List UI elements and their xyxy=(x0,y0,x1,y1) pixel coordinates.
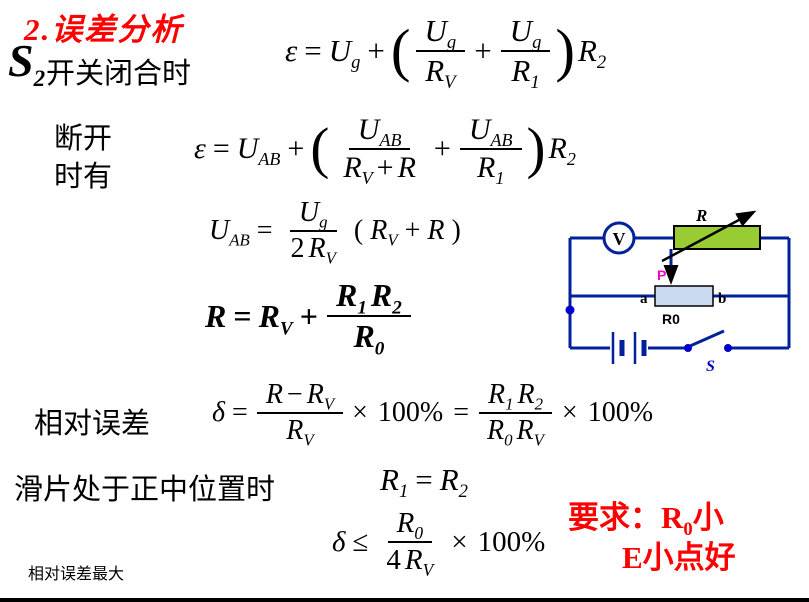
closed-label: 开关闭合时 xyxy=(46,58,192,90)
requirement-line1-sub: 0 xyxy=(683,519,693,541)
slider-midpoint-label: 滑片处于正中位置时 xyxy=(14,474,276,506)
switch-label: S xyxy=(706,358,715,375)
requirement-line1-pre: 要求：R xyxy=(568,500,684,535)
s2-subscript: 2 xyxy=(33,66,46,92)
variable-resistor xyxy=(673,225,761,250)
formula-r1-equals-r2: R1=R2 xyxy=(380,462,468,503)
max-error-label: 相对误差最大 xyxy=(28,566,125,583)
circuit-diagram: S V R P a b R0 xyxy=(565,208,791,375)
relative-error-label: 相对误差 xyxy=(34,408,151,440)
potentiometer-r0 xyxy=(654,285,714,307)
voltmeter-label: V xyxy=(613,229,626,249)
resistor-label: R xyxy=(695,208,707,225)
junction-dot xyxy=(565,305,575,315)
voltmeter xyxy=(602,221,636,255)
open-label-line1: 断开 xyxy=(54,123,113,155)
terminal-b-label: b xyxy=(718,291,726,307)
s2-base: S xyxy=(8,35,34,86)
requirement-line1-post: 小 xyxy=(692,500,724,535)
circuit-wires xyxy=(568,236,791,350)
open-label: 断开时有 xyxy=(54,120,112,196)
switch-dot-left xyxy=(684,344,692,352)
switch-s: S xyxy=(684,329,732,375)
switch-dot-right xyxy=(724,344,732,352)
open-label-line2: 时有 xyxy=(54,161,113,193)
resistor-arrow xyxy=(661,210,757,263)
slider-p-label: P xyxy=(657,267,666,283)
requirement-line1: 要求：R0小 xyxy=(568,492,724,541)
s2-switch-symbol: S2 xyxy=(8,34,45,92)
battery-symbol xyxy=(611,332,647,364)
requirement-line2: E小点好 xyxy=(622,540,736,575)
terminal-a-label: a xyxy=(640,291,648,307)
slide-title: 2.误差分析 xyxy=(24,12,184,47)
r0-label: R0 xyxy=(662,311,680,327)
